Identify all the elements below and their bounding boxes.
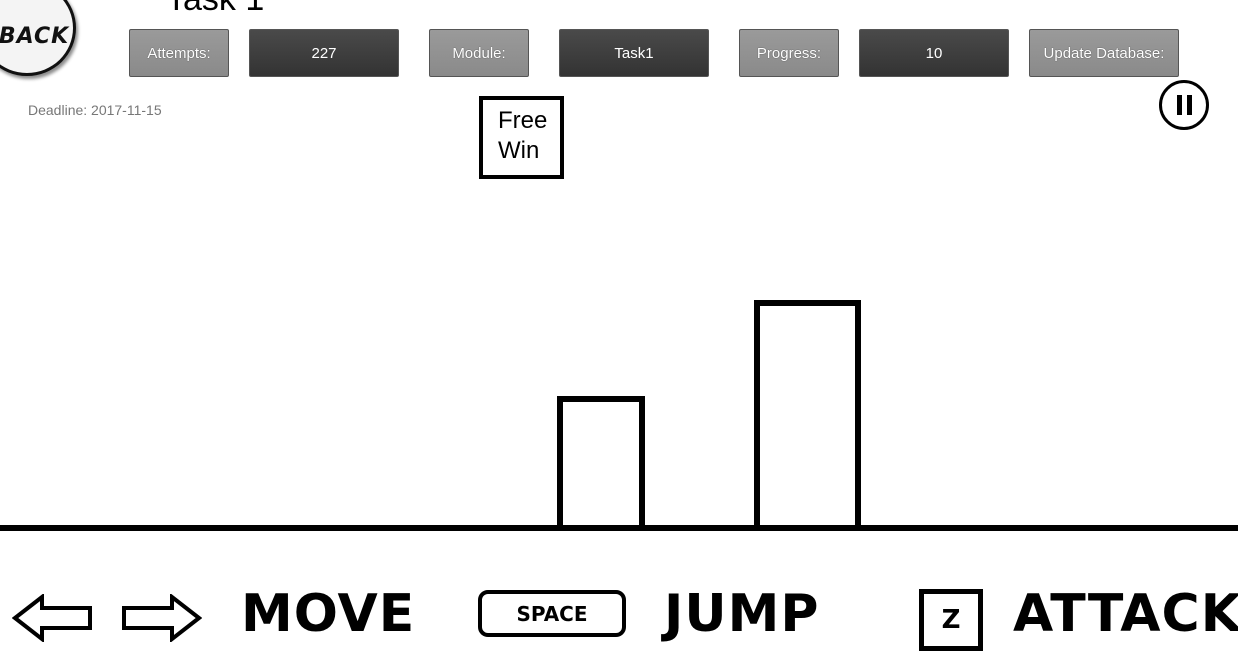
free-win-box[interactable]: Free Win <box>479 96 564 179</box>
attack-label: ATTACK <box>1013 584 1238 644</box>
deadline-text: Deadline: 2017-11-15 <box>28 102 162 118</box>
pause-icon-bar <box>1186 95 1192 115</box>
z-key-label: Z <box>941 605 961 635</box>
back-button[interactable]: BACK <box>0 0 76 76</box>
module-label: Module: <box>429 29 529 77</box>
attempts-value: 227 <box>249 29 399 77</box>
tall-obstacle <box>754 300 861 526</box>
free-win-label: Free Win <box>498 107 548 164</box>
short-obstacle <box>557 396 645 526</box>
z-key: Z <box>919 589 983 651</box>
pause-icon <box>1176 95 1182 115</box>
space-key: SPACE <box>478 590 626 637</box>
progress-value: 10 <box>859 29 1009 77</box>
pause-button[interactable] <box>1159 80 1209 130</box>
attempts-label: Attempts: <box>129 29 229 77</box>
progress-label: Progress: <box>739 29 839 77</box>
ground-line <box>0 525 1238 531</box>
jump-label: JUMP <box>664 584 820 644</box>
space-key-label: SPACE <box>516 601 588 626</box>
right-arrow-icon <box>122 594 202 642</box>
move-label: MOVE <box>241 584 416 644</box>
module-value: Task1 <box>559 29 709 77</box>
update-database-button[interactable]: Update Database: <box>1029 29 1179 77</box>
left-arrow-icon <box>12 594 92 642</box>
task-title: Task 1 <box>166 0 264 16</box>
back-button-label: BACK <box>0 23 70 49</box>
